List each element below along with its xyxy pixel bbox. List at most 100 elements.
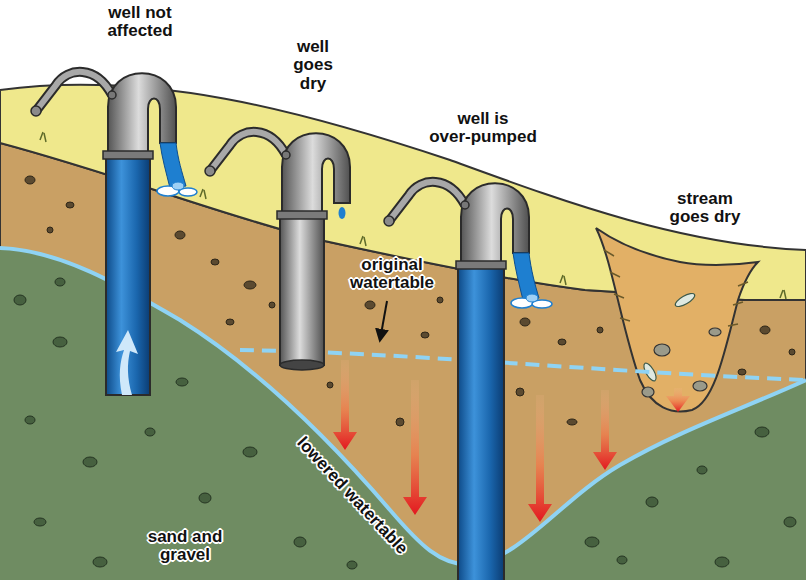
stream-bank-hatching-part (604, 250, 748, 326)
soil-pebbles-part (789, 349, 795, 355)
label-word: well (457, 109, 489, 128)
leader-arrow (380, 301, 387, 340)
soil-pebbles-part (211, 259, 219, 265)
dead-fish (642, 291, 697, 383)
gravel-pebbles-part (347, 561, 357, 569)
label-word: dry (714, 207, 740, 226)
gravel-pebbles-part (55, 278, 65, 286)
dry-well-pipe-part (280, 215, 324, 365)
stream-rocks-part (642, 387, 654, 397)
label-word: sand (148, 527, 188, 546)
soil-pebbles-part (25, 176, 35, 184)
label-word: original (361, 255, 422, 274)
soil-pebbles-part (558, 339, 566, 345)
well-label: well is over-pumped (421, 110, 546, 147)
pumped-water (157, 143, 552, 308)
soil-pebbles-part (520, 318, 530, 326)
soil-pebbles-part (269, 302, 275, 308)
well-pipe-part (106, 155, 150, 395)
gravel-pebbles-part (93, 557, 107, 567)
watertable-label: lowered watertable (293, 434, 411, 558)
drawdown-arrows (333, 360, 690, 522)
over-pumped-well-pipe-part (458, 265, 504, 580)
drawdown-arrows-part (333, 360, 357, 450)
label-word: over-pumped (429, 127, 537, 146)
soil-pebbles-part (226, 319, 234, 325)
gravel-pebbles-part (176, 378, 188, 386)
gravel-pebbles-part (784, 517, 796, 527)
label-word: affected (107, 21, 172, 40)
gravel-pebbles-part (34, 518, 46, 526)
soil-pebbles-part (760, 326, 770, 334)
soil-pebbles-part (597, 327, 603, 333)
stream-rocks-part (654, 344, 670, 356)
label-word: and (192, 527, 222, 546)
gravel-pebbles-part (14, 295, 26, 305)
pumped-water-part (339, 207, 346, 219)
label-word: is (494, 109, 508, 128)
soil-pebbles-part (396, 418, 404, 426)
label-word: well (108, 3, 140, 22)
gravel-pebbles-part (617, 556, 627, 564)
drawdown-arrows-part (593, 390, 617, 470)
label-word: stream (677, 189, 733, 208)
gravel-pebbles-part (697, 466, 707, 474)
stream-label: stream goes dry (663, 190, 748, 227)
dry-well-pipe (280, 215, 324, 370)
dry-well-pipe-part (280, 360, 324, 370)
pumped-water-part (526, 294, 538, 302)
gravel-pebbles-part (294, 537, 306, 547)
gravel-pebbles-part (715, 557, 729, 567)
soil-pebbles-part (437, 297, 443, 303)
soil-pebbles-part (175, 231, 185, 239)
label-word: gravel (160, 545, 210, 564)
gravel-pebbles-part (755, 427, 769, 437)
well-pipe (106, 155, 150, 395)
gravel-pebbles-part (25, 416, 35, 424)
well-label: well goes dry (288, 38, 338, 93)
gravel-pebbles-part (83, 457, 97, 467)
soil-layer (0, 143, 806, 580)
drawdown-arrows-part (528, 395, 552, 522)
label-word: dry (300, 74, 326, 93)
drawdown-arrows-part (403, 380, 427, 515)
soil-pebbles-part (66, 202, 74, 208)
soil-pebbles-part (516, 388, 524, 396)
well-label: well not affected (95, 4, 185, 41)
over-pumped-well-pipe (458, 265, 504, 580)
soil-pebbles-part (47, 227, 53, 233)
gravel-pebbles-part (145, 428, 155, 436)
pumped-water-part (513, 253, 539, 300)
pumped-water-part (160, 143, 186, 188)
gravel-pebbles-part (646, 497, 658, 507)
layer-label: sand and gravel (143, 528, 228, 565)
label-word: goes (670, 207, 710, 226)
soil-pebbles-part (421, 332, 429, 338)
gravel-pebbles-part (53, 337, 67, 347)
soil-pebbles-part (365, 301, 375, 309)
soil-pebbles-part (738, 369, 746, 375)
stream-bank-hatching (604, 250, 748, 326)
label-word: goes (293, 55, 333, 74)
stream-rocks (642, 328, 721, 397)
label-word: watertable (340, 484, 411, 558)
label-word: watertable (350, 273, 434, 292)
hand-pump (31, 72, 176, 159)
watertable-label: original watertable (345, 256, 440, 293)
gravel-pebbles-part (585, 537, 599, 547)
stream-rocks-part (693, 381, 707, 391)
pumped-water-part (172, 182, 184, 190)
label-word: well (297, 37, 329, 56)
label-word: lowered (293, 433, 351, 493)
soil-pebbles-part (567, 419, 577, 425)
gravel-pebbles-part (199, 493, 211, 503)
dry-stream-bed (596, 228, 758, 411)
well-pipe-part (116, 330, 138, 395)
gravel-pebbles-part (243, 447, 257, 457)
soil-pebbles-part (244, 281, 256, 289)
label-word: not (145, 3, 171, 22)
drawdown-arrows-part (666, 388, 690, 412)
